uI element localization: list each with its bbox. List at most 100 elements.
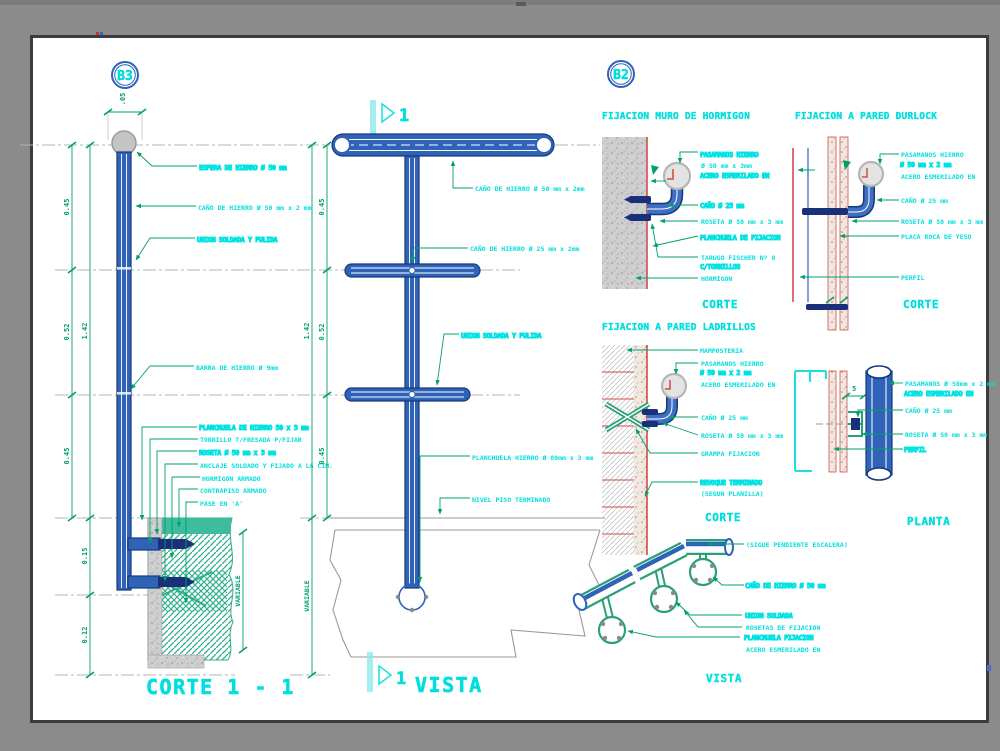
flange [597,593,627,645]
label: TARUGO FISCHER Nº 8 [701,254,775,262]
detail-bubble-b3 [111,61,139,89]
corte-section: B3 .05 0.45 0.52 0.45 1.42 0.15 0 [63,61,333,699]
label: CAÑO Ø 25 mm [700,201,744,210]
label: ROSETA Ø 50 mm x 3 mm [199,449,276,457]
dim: 0.45 [63,199,71,216]
label: (SIGUE PENDIENTE ESCALERA) [746,541,848,549]
tarugo-bolt [629,214,651,221]
detail-subtitle: CORTE [903,298,939,311]
flange [649,562,679,614]
label: C/TORNILLOS [700,263,740,271]
detail-subtitle: VISTA [706,672,742,685]
drywall-board [839,136,849,331]
section-title-corte: CORTE 1 - 1 [146,675,295,699]
label: PASE EN 'A' [200,500,243,508]
dim: 0.45 [318,448,326,465]
dim: 0.45 [318,199,326,216]
dim: 0.52 [63,324,71,341]
label: ROSETA Ø 50 mm x 3 mm [701,218,783,226]
roseta [857,160,885,188]
detail-subtitle: PLANTA [907,515,950,528]
green-arrow [651,165,659,175]
label: UNION SOLDADA Y PULIDA [461,332,541,340]
label: ANCLAJE SOLDADO Y FIJADO A LA CIM. [200,462,333,470]
artifact-blob [516,2,526,6]
vista-post [404,155,420,589]
detail-hormigon: FIJACION MURO DE HORMIGON PASAMANOS HIER… [602,111,783,311]
detail-subtitle: CORTE [705,511,741,524]
drywall-board [828,370,837,473]
label: PLANCHUELA DE HIERRO 50 x 3 mm [199,424,309,432]
label: PLACA ROCA DE YESO [901,233,972,241]
label: ACERO ESMERILADO EN [701,381,775,389]
label: PERFIL [904,446,926,454]
drywall-board [839,370,848,473]
label: CONTRAPISO ARMADO [200,487,267,495]
section-title-vista: VISTA [415,673,483,697]
stair-rail [572,538,734,611]
label: Ø 50 mm x 2 mm [899,161,951,169]
label: PLANCHUELA DE FIJACION [700,234,780,242]
through-bolt [806,304,848,310]
detail-bubble-b3-label: B3 [117,69,133,84]
dim: 0.12 [81,627,89,644]
label: PERFIL [901,274,925,282]
detail-durlock: FIJACION A PARED DURLOCK PASAMANOS HIERR… [792,111,983,331]
label: ROSETA Ø 50 mm x 3 mm [905,431,987,439]
detail-ladrillos: FIJACION A PARED LADRILLOS MAMPOSTERIA P… [602,322,783,555]
dim-total: 1.42 [303,323,311,340]
b2-group: B2 [607,60,635,88]
dim: 0.45 [63,448,71,465]
label: PASAMANOS Ø 50mm x 2 mm [905,380,995,388]
dim: 0.52 [318,324,326,341]
label: ACERO ESMERILADO EN [901,173,975,181]
label: UNION SOLDADA Y PULIDA [197,236,277,244]
label: (SEGUN PLANILLA) [701,490,764,498]
label: TORNILLO T/FRESADA P/FIJAR [200,436,302,444]
label: ROSETAS DE FIJACION [746,624,820,632]
centerlines [20,144,600,676]
detail-title: FIJACION A PARED DURLOCK [795,111,937,122]
label: CAÑO DE HIERRO Ø 25 mm x 2mm [470,244,580,253]
detail-title: FIJACION MURO DE HORMIGON [602,111,750,122]
label: ACERO ESMERILADO EN [746,646,820,654]
label: MAMPOSTERIA [700,347,743,355]
label: CAÑO DE HIERRO Ø 50 mm x 2mm [475,184,585,193]
dim-total: 1.42 [81,323,89,340]
label: CAÑO DE HIERRO Ø 50 mm x 2 mm [198,203,312,212]
post-pipe [116,151,132,591]
dim: 5 [852,385,856,393]
label: ROSETA Ø 50 mm x 3 mm [701,432,783,440]
cut-line [370,100,376,136]
window-top-strip [0,0,1000,5]
roseta [662,161,692,191]
detail-subtitle: CORTE [702,298,738,311]
cut-number: 1 [396,669,406,689]
dim-variable: VARIABLE [234,575,242,606]
plaster-strip [634,345,647,555]
label: GRAMPA FIJACION [701,450,760,458]
track-profile [794,370,827,472]
label: Ø 50 mm x 3mm [700,162,752,170]
label: NIVEL PISO TERMINADO [472,496,550,504]
label: UNION SOLDADA [745,612,793,620]
label: HORMIGON [701,275,732,283]
concrete-wall [602,137,647,289]
label: PLANCHUELA HIERRO Ø 80mm x 3 mm [472,454,593,462]
label: ESFERA DE HIERRO Ø 50 mm [199,164,287,172]
label: PLANCHUELA FIJACION [744,634,814,642]
roseta [660,372,688,400]
label: REVOQUE TERMINADO [700,479,762,487]
label: CAÑO Ø 25 mm [901,196,948,205]
vista-section: 1 1.42 0.45 0.52 0.45 VAR [303,100,605,697]
dim-top: .05 [119,93,127,106]
mid-rail-2 [344,387,471,402]
through-bolt [802,208,848,215]
drywall-board [827,136,837,331]
cut-arrow [381,102,396,124]
dim: 0.15 [81,548,89,565]
artifact-dot-blue [100,32,103,35]
detail-escalera: (SIGUE PENDIENTE ESCALERA) CAÑO DE HIERR… [572,538,848,685]
label: ROSETA Ø 50 mm x 3 mm [901,218,983,226]
